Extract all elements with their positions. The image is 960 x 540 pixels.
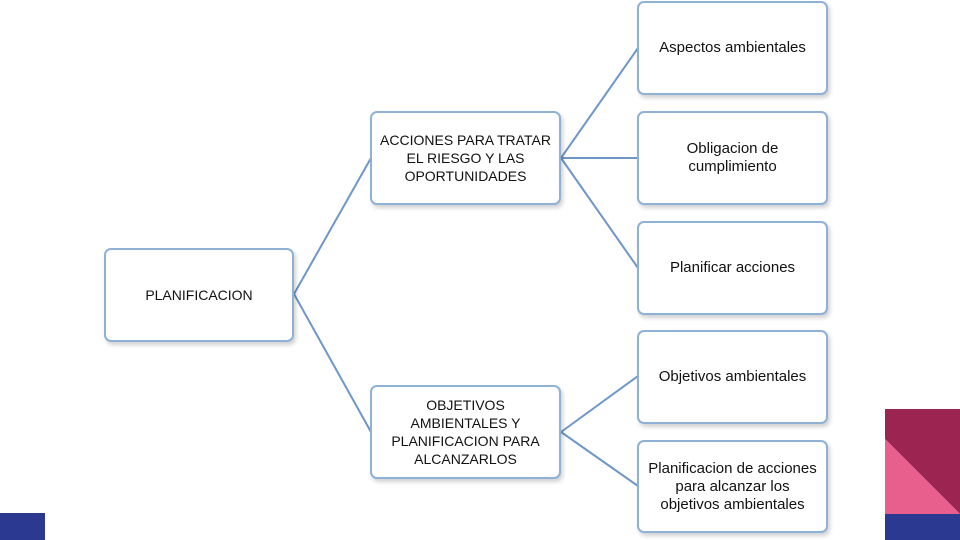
leaf-node-3: Planificar acciones — [637, 221, 828, 315]
connector-branch-2-to-child-2 — [560, 431, 639, 487]
leaf-node-4: Objetivos ambientales — [637, 330, 828, 424]
connector-root-to-branch-1 — [293, 157, 372, 295]
leaf-node-2: Obligacion de cumplimiento — [637, 111, 828, 205]
root-label: PLANIFICACION — [145, 287, 253, 303]
root-node: PLANIFICACION — [104, 248, 294, 342]
branch-label: ACCIONES PARA TRATAR EL RIESGO Y LAS OPO… — [380, 132, 551, 184]
leaf-label: Aspectos ambientales — [659, 39, 806, 56]
branch-node-2: OBJETIVOS AMBIENTALES Y PLANIFICACION PA… — [370, 385, 561, 479]
leaf-label: Obligacion de cumplimiento — [686, 140, 779, 175]
leaf-label: Objetivos ambientales — [658, 368, 807, 385]
decor-navy-block-left — [0, 513, 45, 540]
leaf-label: Planificacion de acciones para alcanzar … — [648, 459, 817, 513]
decor-corner-triangles — [885, 409, 960, 540]
leaf-node-1: Aspectos ambientales — [637, 1, 828, 95]
leaf-label: Planificar acciones — [669, 259, 796, 276]
connector-branch-1-to-child-1 — [560, 47, 639, 159]
connector-branch-1-to-child-3 — [560, 157, 639, 269]
connector-root-to-branch-2 — [293, 293, 372, 433]
connector-branch-2-to-child-1 — [560, 375, 639, 433]
branch-label: OBJETIVOS AMBIENTALES Y PLANIFICACION PA… — [391, 397, 540, 467]
branch-node-1: ACCIONES PARA TRATAR EL RIESGO Y LAS OPO… — [370, 111, 561, 205]
leaf-node-5: Planificacion de acciones para alcanzar … — [637, 440, 828, 533]
